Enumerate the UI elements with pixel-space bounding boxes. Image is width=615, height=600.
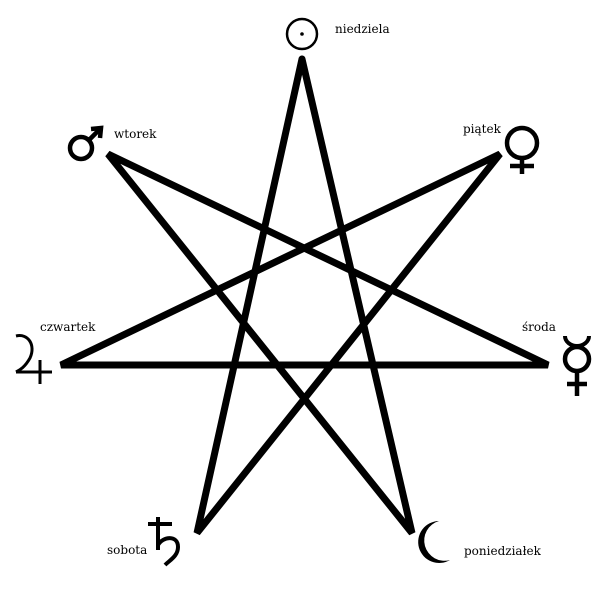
vertex-wtorek: wtorek [67, 125, 157, 162]
mercury-icon [562, 335, 592, 396]
vertex-poniedzialek: poniedziałek [418, 521, 542, 563]
vertex-piatek: piątek [463, 122, 540, 174]
day-label-niedziela: niedziela [335, 22, 390, 36]
heptagram-star-line [59, 55, 550, 536]
vertex-czwartek: czwartek [15, 320, 96, 384]
venus-icon [504, 125, 540, 174]
jupiter-icon [15, 334, 52, 384]
mars-icon [67, 125, 104, 162]
day-label-sobota: sobota [107, 543, 147, 557]
day-label-piatek: piątek [463, 122, 502, 136]
moon-icon [418, 521, 450, 563]
vertex-sroda: środa [522, 320, 592, 396]
vertex-niedziela: niedziela [285, 17, 390, 51]
vertex-sobota: sobota [107, 517, 181, 567]
day-label-sroda: środa [522, 320, 556, 334]
saturn-icon [148, 517, 181, 567]
day-label-poniedzialek: poniedziałek [464, 544, 542, 558]
day-label-wtorek: wtorek [114, 127, 157, 141]
day-label-czwartek: czwartek [40, 320, 96, 334]
sun-icon [285, 17, 319, 51]
